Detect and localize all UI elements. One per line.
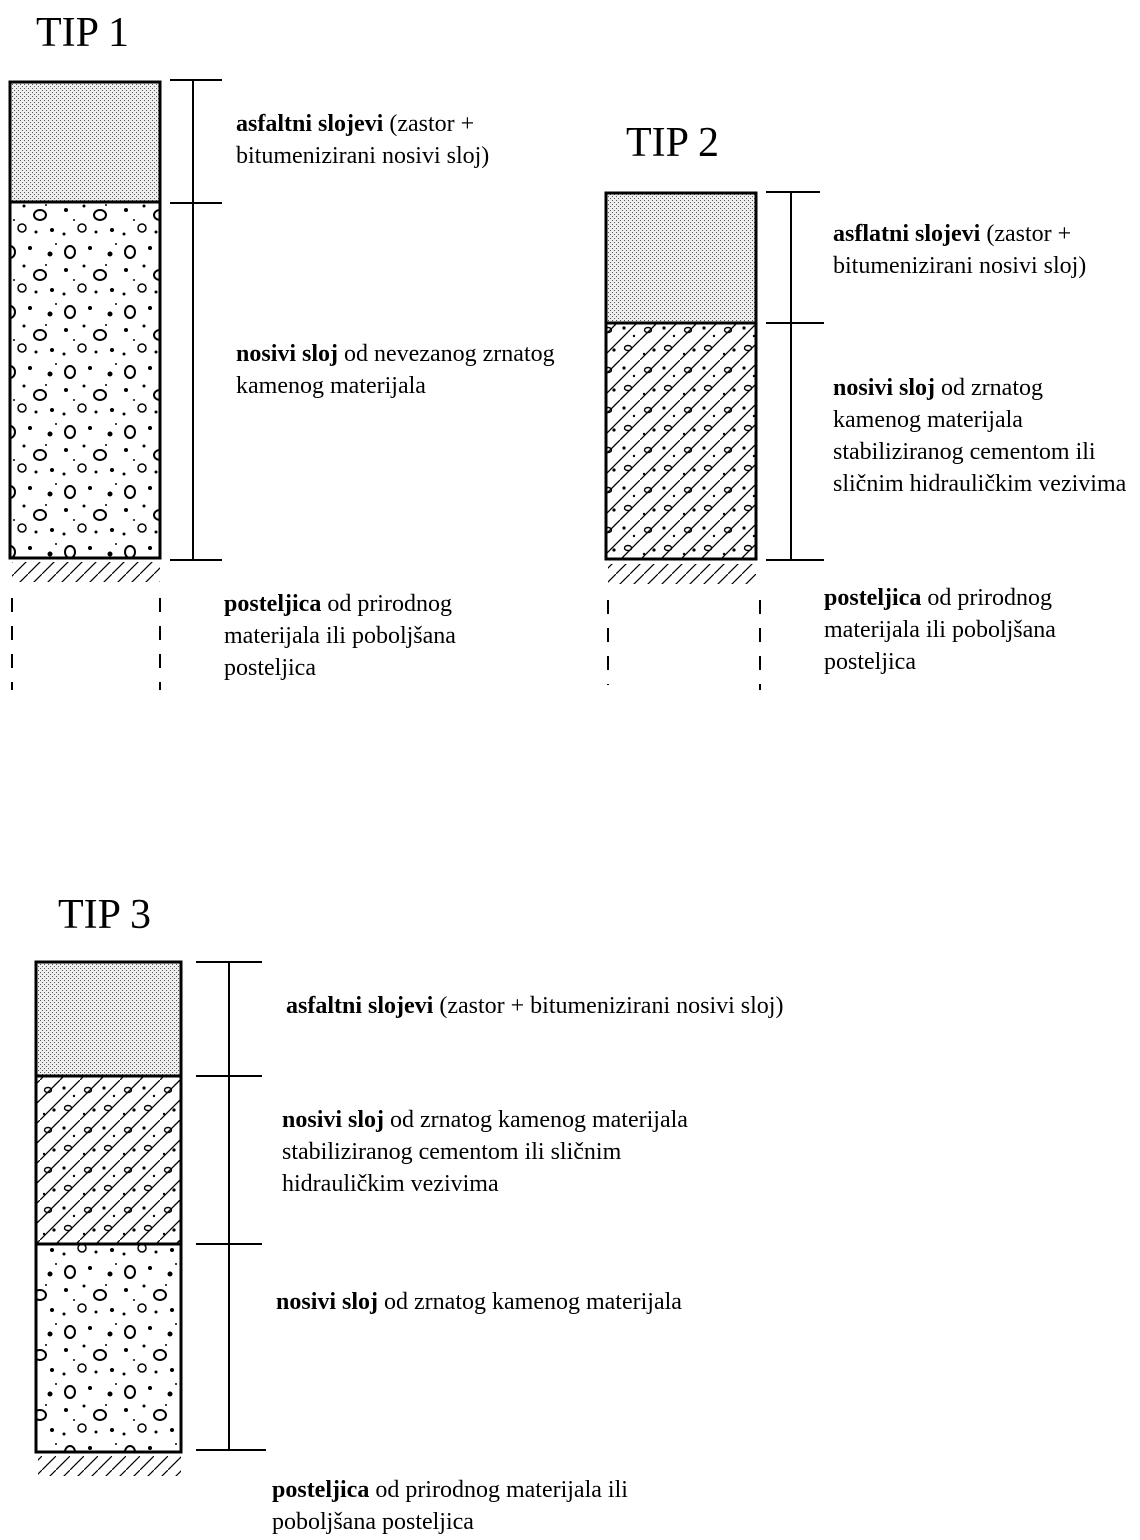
tip3-title: TIP 3 bbox=[58, 892, 151, 938]
tip1-asphalt-layer bbox=[8, 80, 162, 204]
tip2-column bbox=[604, 191, 761, 690]
tip2-subgrade-label: posteljica od prirodnog materijala ili p… bbox=[824, 585, 1056, 675]
tip3-subgrade-label: posteljica od prirodnog materijala ili p… bbox=[272, 1477, 628, 1535]
tip3-layer1-label: asfaltni slojevi (zastor + bitumeniziran… bbox=[286, 993, 784, 1019]
tip3-subgrade-hatch bbox=[38, 1456, 181, 1476]
tip1-layer2-label: nosivi sloj od nevezanog zrnatog kamenog… bbox=[236, 341, 555, 399]
tip3-asphalt-layer bbox=[34, 960, 183, 1078]
tip1-subgrade-label: posteljica od prirodnog materijala ili p… bbox=[224, 591, 456, 681]
tip1-column bbox=[8, 80, 162, 690]
tip2-stabilized-layer bbox=[604, 321, 758, 561]
tip3-stabilized-layer bbox=[34, 1074, 183, 1246]
tip3-layer3-label: nosivi sloj od zrnatog kamenog materijal… bbox=[276, 1289, 682, 1315]
tip2-layer2-label: nosivi sloj od zrnatog kamenog materijal… bbox=[833, 375, 1127, 497]
tip2-title: TIP 2 bbox=[626, 120, 719, 166]
tip2-layer1-label: asflatni slojevi (zastor + bitumeniziran… bbox=[833, 221, 1087, 279]
tip1-title: TIP 1 bbox=[36, 10, 129, 56]
tip3-gravel-layer bbox=[34, 1242, 183, 1454]
tip2-asphalt-layer bbox=[604, 191, 758, 325]
tip3-column bbox=[34, 960, 183, 1476]
tip1-layer1-label: asfaltni slojevi (zastor + bitumeniziran… bbox=[236, 111, 490, 169]
tip2-dimension-lines bbox=[766, 191, 824, 561]
tip2-subgrade-hatch bbox=[608, 564, 756, 584]
tip3-layer2-label: nosivi sloj od zrnatog kamenog materijal… bbox=[282, 1107, 688, 1197]
tip1-dimension-lines bbox=[170, 79, 222, 561]
tip3-dimension-lines bbox=[196, 961, 266, 1451]
tip1-subgrade-hatch bbox=[12, 562, 160, 582]
tip1-gravel-layer bbox=[8, 200, 162, 560]
